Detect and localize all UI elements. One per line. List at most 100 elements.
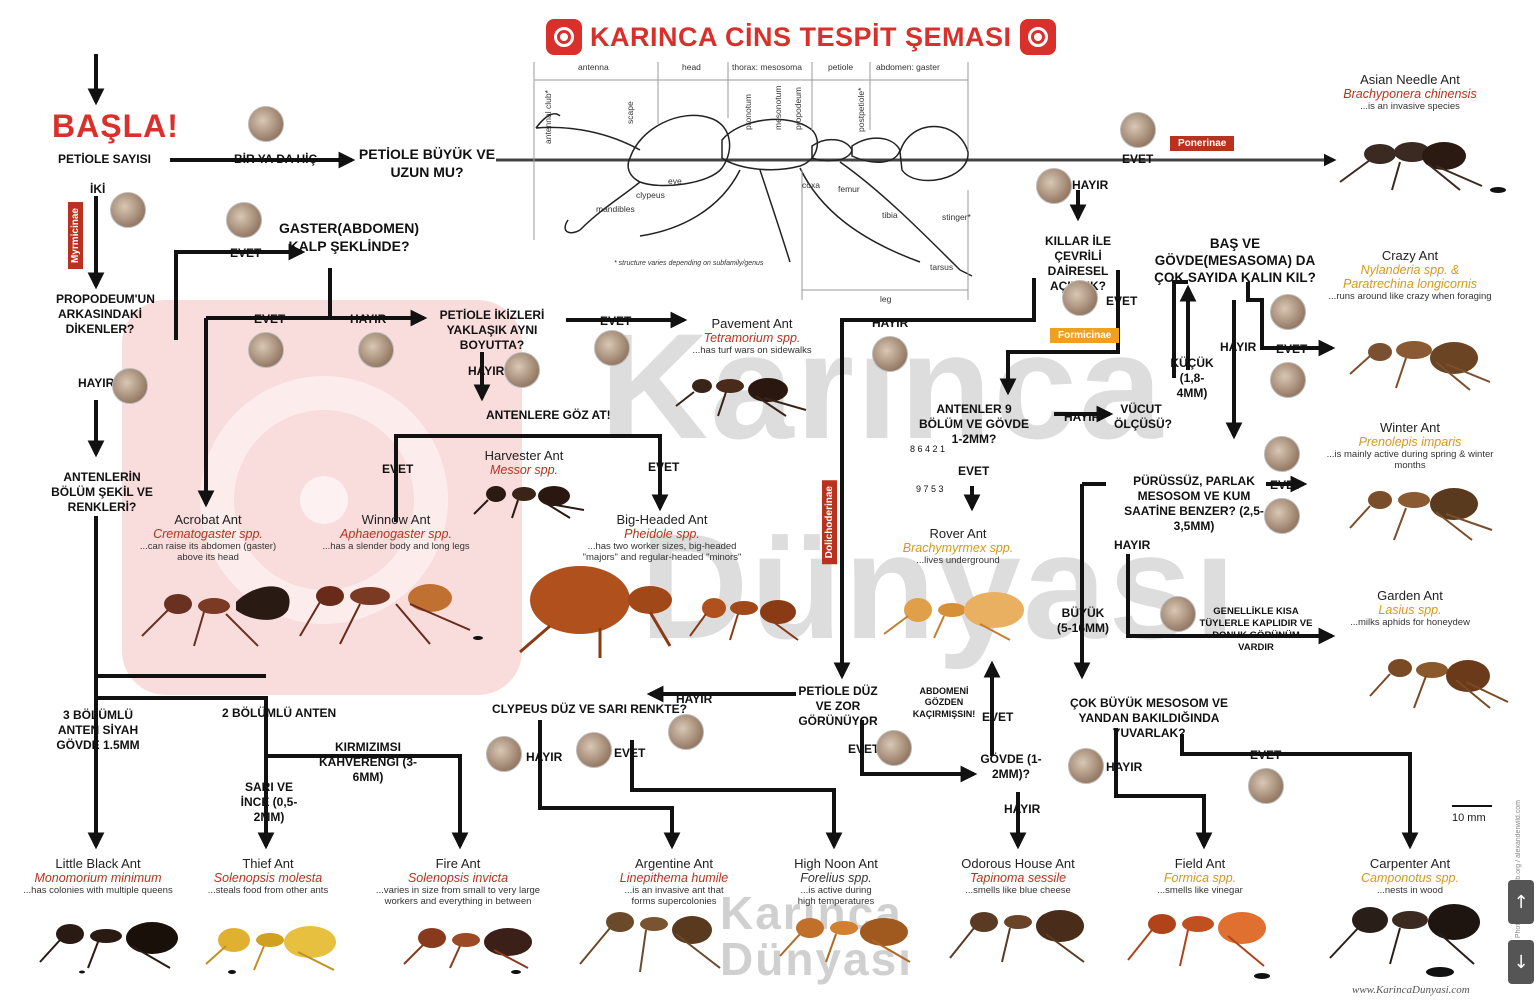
species-name: Winter Ant (1380, 420, 1440, 435)
diagram-mandibles: mandibles (596, 204, 635, 214)
node-body-size: VÜCUT ÖLÇÜSÜ? (1114, 402, 1172, 431)
thumb-smooth-yes (1264, 436, 1300, 472)
species-name: Argentine Ant (634, 856, 714, 871)
species-scientific: Prenolepis imparis (1358, 435, 1462, 449)
diagram-tarsus: tarsus (930, 262, 954, 272)
diagram-pronotum: pronotum (743, 94, 753, 130)
node-propodeum: PROPODEUM'UN ARKASINDAKİ DİKENLER? (56, 292, 155, 336)
thumb-twins-no (504, 352, 540, 388)
diagram-leg: leg (880, 294, 892, 304)
species-name: Harvester Ant (484, 448, 564, 463)
antenna-numbers-top: 8 6 4 2 1 (910, 444, 946, 454)
website-credit: www.KarincaDunyasi.com (1352, 984, 1470, 996)
species-little-black: Little Black Ant Monomorium minimum ...h… (0, 856, 198, 896)
node-evet-hair: EVET (1106, 294, 1138, 308)
species-bighead: Big-Headed Ant Pheidole spp. ...has two … (562, 512, 762, 564)
node-evet-acrobat: EVET (254, 312, 286, 326)
scroll-up-button[interactable]: ↑ (1508, 880, 1534, 924)
thumb-smooth-no (1264, 498, 1300, 534)
species-scientific: Brachyponera chinensis (1343, 87, 1477, 101)
thumb-clypeus-no (486, 736, 522, 772)
node-smooth-shiny: PÜRÜSSÜZ, PARLAK MESOSOM VE KUM SAATİNE … (1124, 474, 1264, 533)
species-note: ...smells like vinegar (1157, 885, 1243, 896)
node-hayir-flat: HAYIR (676, 692, 713, 706)
thumb-hayir-flat (668, 714, 704, 750)
node-small: KÜÇÜK (1,8-4MM) (1170, 356, 1214, 400)
node-evet-pavement: EVET (600, 314, 632, 328)
species-note: ...is an invasive species (1360, 101, 1460, 112)
species-scientific: Formica spp. (1163, 871, 1237, 885)
node-antenna-9: ANTENLER 9 BÖLÜM VE GÖVDE 1-2MM? (918, 402, 1029, 446)
thumb-heart-yes (248, 332, 284, 368)
species-note: ...varies in size from small to very lar… (375, 885, 541, 908)
start-label: BAŞLA! (52, 108, 179, 144)
node-hayir-gaster: HAYIR (350, 312, 387, 326)
species-scientific: Lasius spp. (1378, 603, 1442, 617)
anatomy-segment-lines (533, 62, 969, 300)
node-evet-winnow: EVET (382, 462, 414, 476)
thumb-short-hair (1160, 596, 1196, 632)
species-scientific: Messor spp. (489, 463, 559, 477)
node-hayir-smooth: HAYIR (1114, 538, 1151, 552)
antenna-numbers-bottom: 9 7 5 3 (916, 484, 944, 494)
node-three-seg: 3 BÖLÜMLÜ ANTEN SİYAH GÖVDE 1.5MM (56, 708, 140, 752)
karinca-dunyasi-logo-icon (1019, 19, 1056, 55)
species-note: ...has turf wars on sidewalks (692, 345, 812, 356)
diagram-postpetiole: postpetiole* (856, 87, 866, 132)
diagram-stinger: stinger* (942, 212, 971, 222)
species-note: ...milks aphids for honeydew (1350, 617, 1470, 628)
species-name: Thief Ant (242, 856, 294, 871)
species-note: ...steals food from other ants (207, 885, 329, 896)
diagram-mesonotum: mesonotum (773, 85, 783, 130)
species-name: Acrobat Ant (174, 512, 242, 527)
node-hayir-propodeum: HAYIR (78, 376, 115, 390)
page-title-text: KARINCA CİNS TESPİT ŞEMASI (590, 21, 1012, 52)
species-garden: Garden Ant Lasius spp. ...milks aphids f… (1310, 588, 1510, 628)
node-hayir-thick: HAYIR (1220, 340, 1257, 354)
species-winter: Winter Ant Prenolepis imparis ...is main… (1310, 420, 1510, 472)
species-note: ...runs around like crazy when foraging (1328, 291, 1492, 302)
node-red-brown: KIRMIZIMSI KAHVERENGİ (3-6MM) (318, 740, 417, 784)
species-name: Fire Ant (435, 856, 481, 871)
thumb-twins-yes (594, 330, 630, 366)
scroll-down-button[interactable]: ↓ (1508, 940, 1534, 984)
species-name: Asian Needle Ant (1360, 72, 1460, 87)
species-harvester: Harvester Ant Messor spp. (424, 448, 624, 477)
node-clypeus: CLYPEUS DÜZ VE SARI RENKTE? (492, 702, 687, 716)
species-name: Rover Ant (929, 526, 987, 541)
diagram-segment-antenna: antenna (578, 62, 609, 72)
species-scientific: Aphaenogaster spp. (340, 527, 452, 541)
diagram-propodeum: propodeum (793, 86, 803, 130)
species-name: Carpenter Ant (1369, 856, 1451, 871)
thumb-petiole-one (248, 106, 284, 142)
subfamily-ponerinae: Ponerinae (1170, 136, 1235, 151)
species-note: ...has two worker sizes, big-headed "maj… (582, 541, 742, 564)
node-evet-gaster: EVET (230, 246, 262, 260)
node-two-seg: 2 BÖLÜMLÜ ANTEN (222, 706, 337, 720)
diagram-segment-abdomen: abdomen: gaster (876, 62, 940, 72)
species-note: ...has colonies with multiple queens (23, 885, 173, 896)
species-scientific: Crematogaster spp. (153, 527, 263, 541)
node-bir-ya-da-hic: BİR YA DA HİÇ (234, 152, 318, 166)
thumb-petiole-two (110, 192, 146, 228)
node-evet-rover: EVET (958, 464, 990, 478)
diagram-femur: femur (838, 184, 860, 194)
species-scientific: Solenopsis molesta (213, 871, 323, 885)
thumb-thick-hair-no (1270, 362, 1306, 398)
node-evet-winter: EVET (1270, 478, 1302, 492)
species-acrobat: Acrobat Ant Crematogaster spp. ...can ra… (108, 512, 308, 564)
species-asian-needle: Asian Needle Ant Brachyponera chinensis … (1310, 72, 1510, 112)
thumb-clypeus-yes (576, 732, 612, 768)
node-iki: İKİ (90, 182, 106, 196)
species-argentine: Argentine Ant Linepithema humile ...is a… (574, 856, 774, 908)
node-thick-hair: BAŞ VE GÖVDE(MESASOMA) DA ÇOK SAYIDA KAL… (1154, 236, 1316, 285)
species-scientific: Tapinoma sessile (969, 871, 1067, 885)
thumb-thick-hair-yes (1270, 294, 1306, 330)
scale-bar-label: 10 mm (1452, 812, 1486, 824)
diagram-eye: eye (668, 176, 682, 186)
anatomy-ant-outline (535, 113, 973, 277)
diagram-clypeus: clypeus (636, 190, 665, 200)
thumb-heart-no (358, 332, 394, 368)
